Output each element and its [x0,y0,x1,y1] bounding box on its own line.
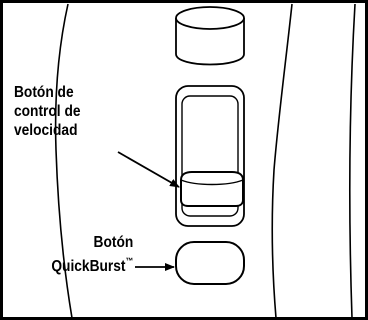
quickburst-label-line-1: Botón [93,234,133,251]
speed-control-arrow [117,151,180,188]
speed-control-button [180,171,244,207]
quickburst-label-line-2: QuickBurst™ [51,252,133,276]
trademark-symbol: ™ [125,256,133,266]
left-body-contour [54,3,73,319]
quickburst-label: Botón QuickBurst™ [51,233,133,276]
right-body-contour [271,3,293,319]
speed-control-label: Botón de control de velocidad [14,83,81,140]
quickburst-label-text: QuickBurst [51,258,126,275]
top-knob [175,6,245,66]
quickburst-button [175,241,245,285]
speed-control-label-line-1: Botón de [14,84,74,101]
speed-control-label-line-3: velocidad [14,122,78,139]
speed-control-label-line-2: control de [14,103,81,120]
right-edge-contour [349,3,356,319]
